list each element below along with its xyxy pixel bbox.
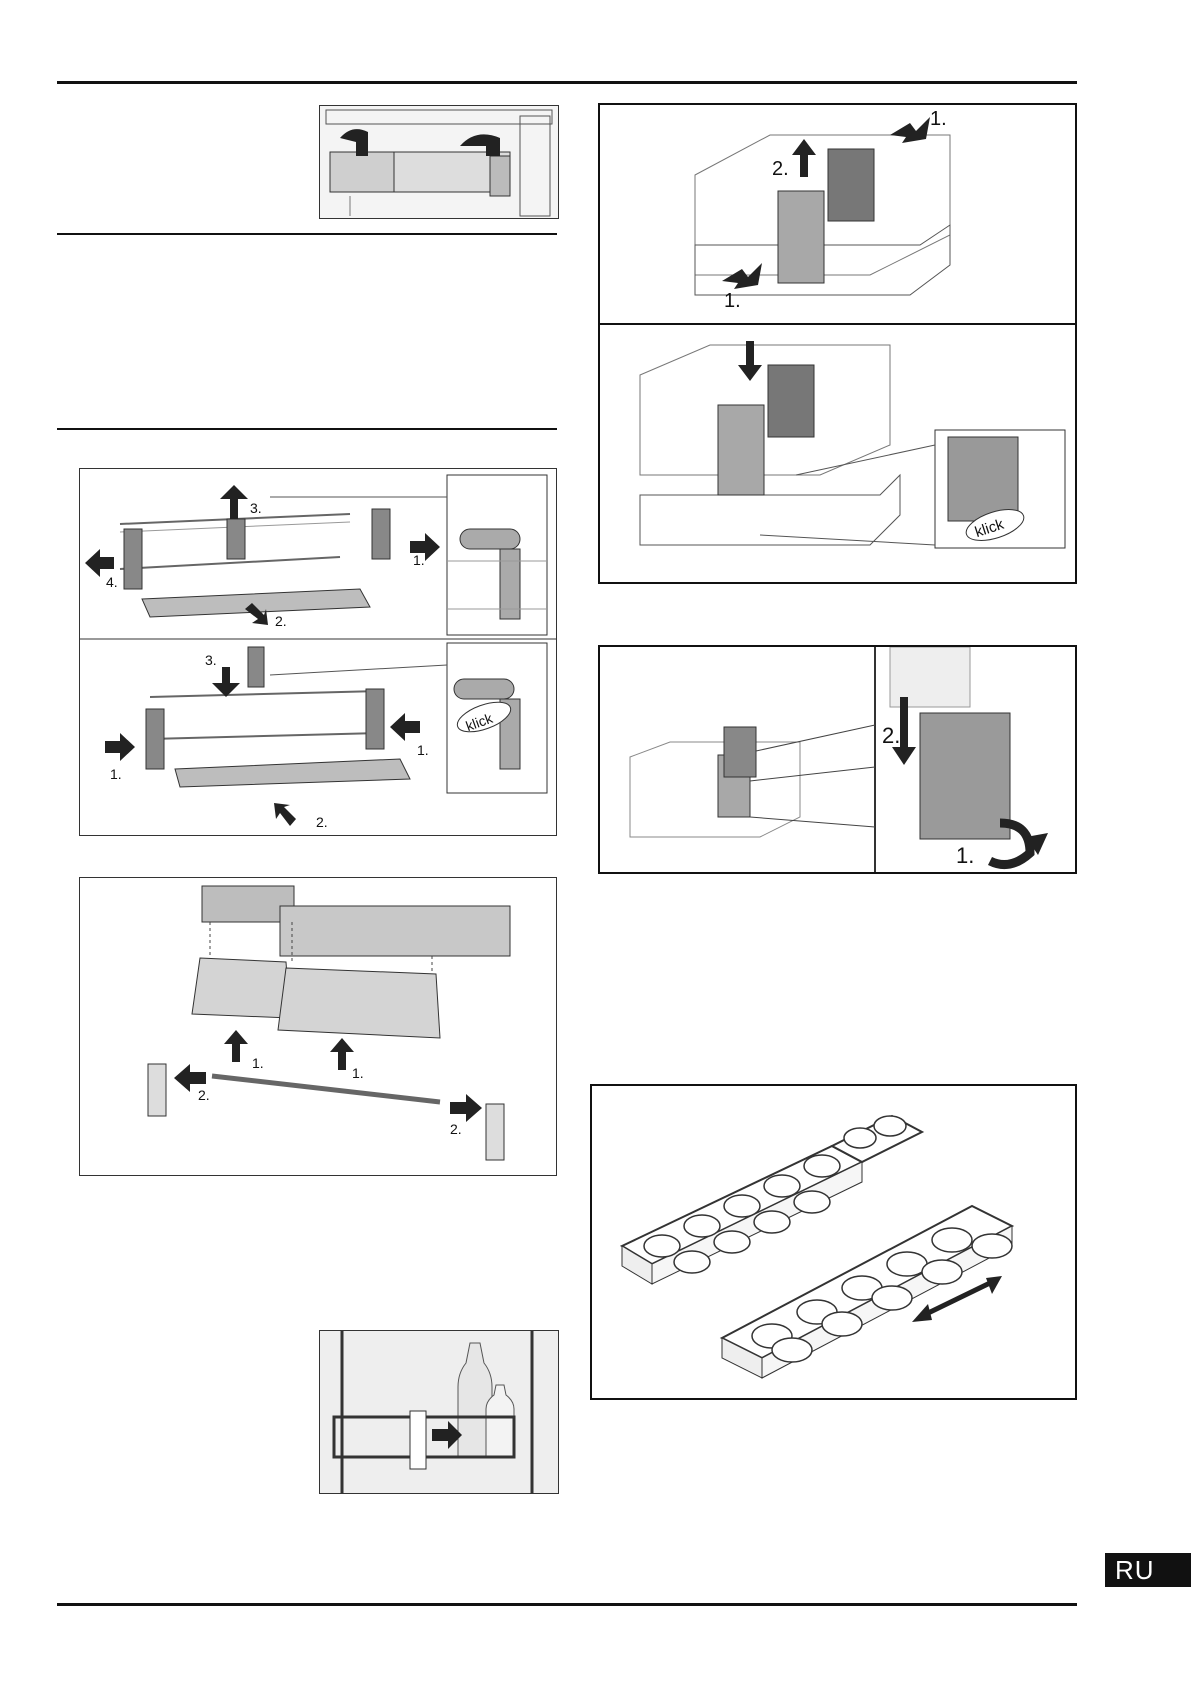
- divider-remove-step1a: 1.: [930, 108, 947, 130]
- section-rule-2: [57, 428, 557, 430]
- drawer-cover-step2: 2.: [882, 723, 900, 748]
- figure-shelf-rack: 3. 1. 4. 2. 3. 1. 1. 2. klick: [79, 468, 557, 836]
- shelf-rack-illustration: 3. 1. 4. 2. 3. 1. 1. 2. klick: [80, 474, 556, 830]
- door-shelf-step1a: 1.: [252, 1055, 264, 1071]
- door-shelf-step1b: 1.: [352, 1065, 364, 1081]
- section-rule-1: [57, 233, 557, 235]
- top-rule: [57, 81, 1077, 84]
- egg-holes: [643, 1115, 1013, 1363]
- figure-door-shelf: 1. 1. 2. 2.: [79, 877, 557, 1176]
- rack-install-step3: 3.: [205, 652, 217, 668]
- language-badge: RU: [1105, 1553, 1191, 1587]
- figure-drawer-cover: 2. 1.: [598, 645, 1077, 874]
- door-shelf-illustration: 1. 1. 2. 2.: [147, 885, 511, 1161]
- drawer-divider-install-illustration: klick: [639, 341, 1066, 549]
- figure-drawer-divider-remove: 1. 2. 1.: [598, 103, 1077, 329]
- figure-bottle-shelf: [319, 1330, 559, 1494]
- drawer-cover-illustration: 2. 1.: [629, 647, 1048, 872]
- door-shelf-step2a: 2.: [198, 1087, 210, 1103]
- figure-door-bin-lift: [319, 105, 559, 219]
- drawer-cover-step1: 1.: [956, 843, 974, 868]
- figure-egg-trays: [590, 1084, 1077, 1400]
- divider-remove-step1b: 1.: [724, 290, 741, 312]
- figure-drawer-divider-install: klick: [598, 323, 1077, 584]
- divider-remove-step2: 2.: [772, 158, 789, 180]
- rack-install-step2: 2.: [316, 814, 328, 830]
- rack-removal-step4: 4.: [106, 574, 118, 590]
- door-shelf-step2b: 2.: [450, 1121, 462, 1137]
- bottom-rule: [57, 1603, 1077, 1606]
- rack-removal-step2: 2.: [275, 613, 287, 629]
- rack-install-step1a: 1.: [110, 766, 122, 782]
- drawer-divider-remove-illustration: 1. 2. 1.: [694, 108, 951, 312]
- rack-removal-step1: 1.: [413, 552, 425, 568]
- rack-install-step1b: 1.: [417, 742, 429, 758]
- egg-trays-illustration: [619, 1114, 1015, 1379]
- door-bin-illustration: [320, 106, 558, 218]
- bottle-shelf-illustration: [320, 1331, 558, 1493]
- rack-removal-step3: 3.: [250, 500, 262, 516]
